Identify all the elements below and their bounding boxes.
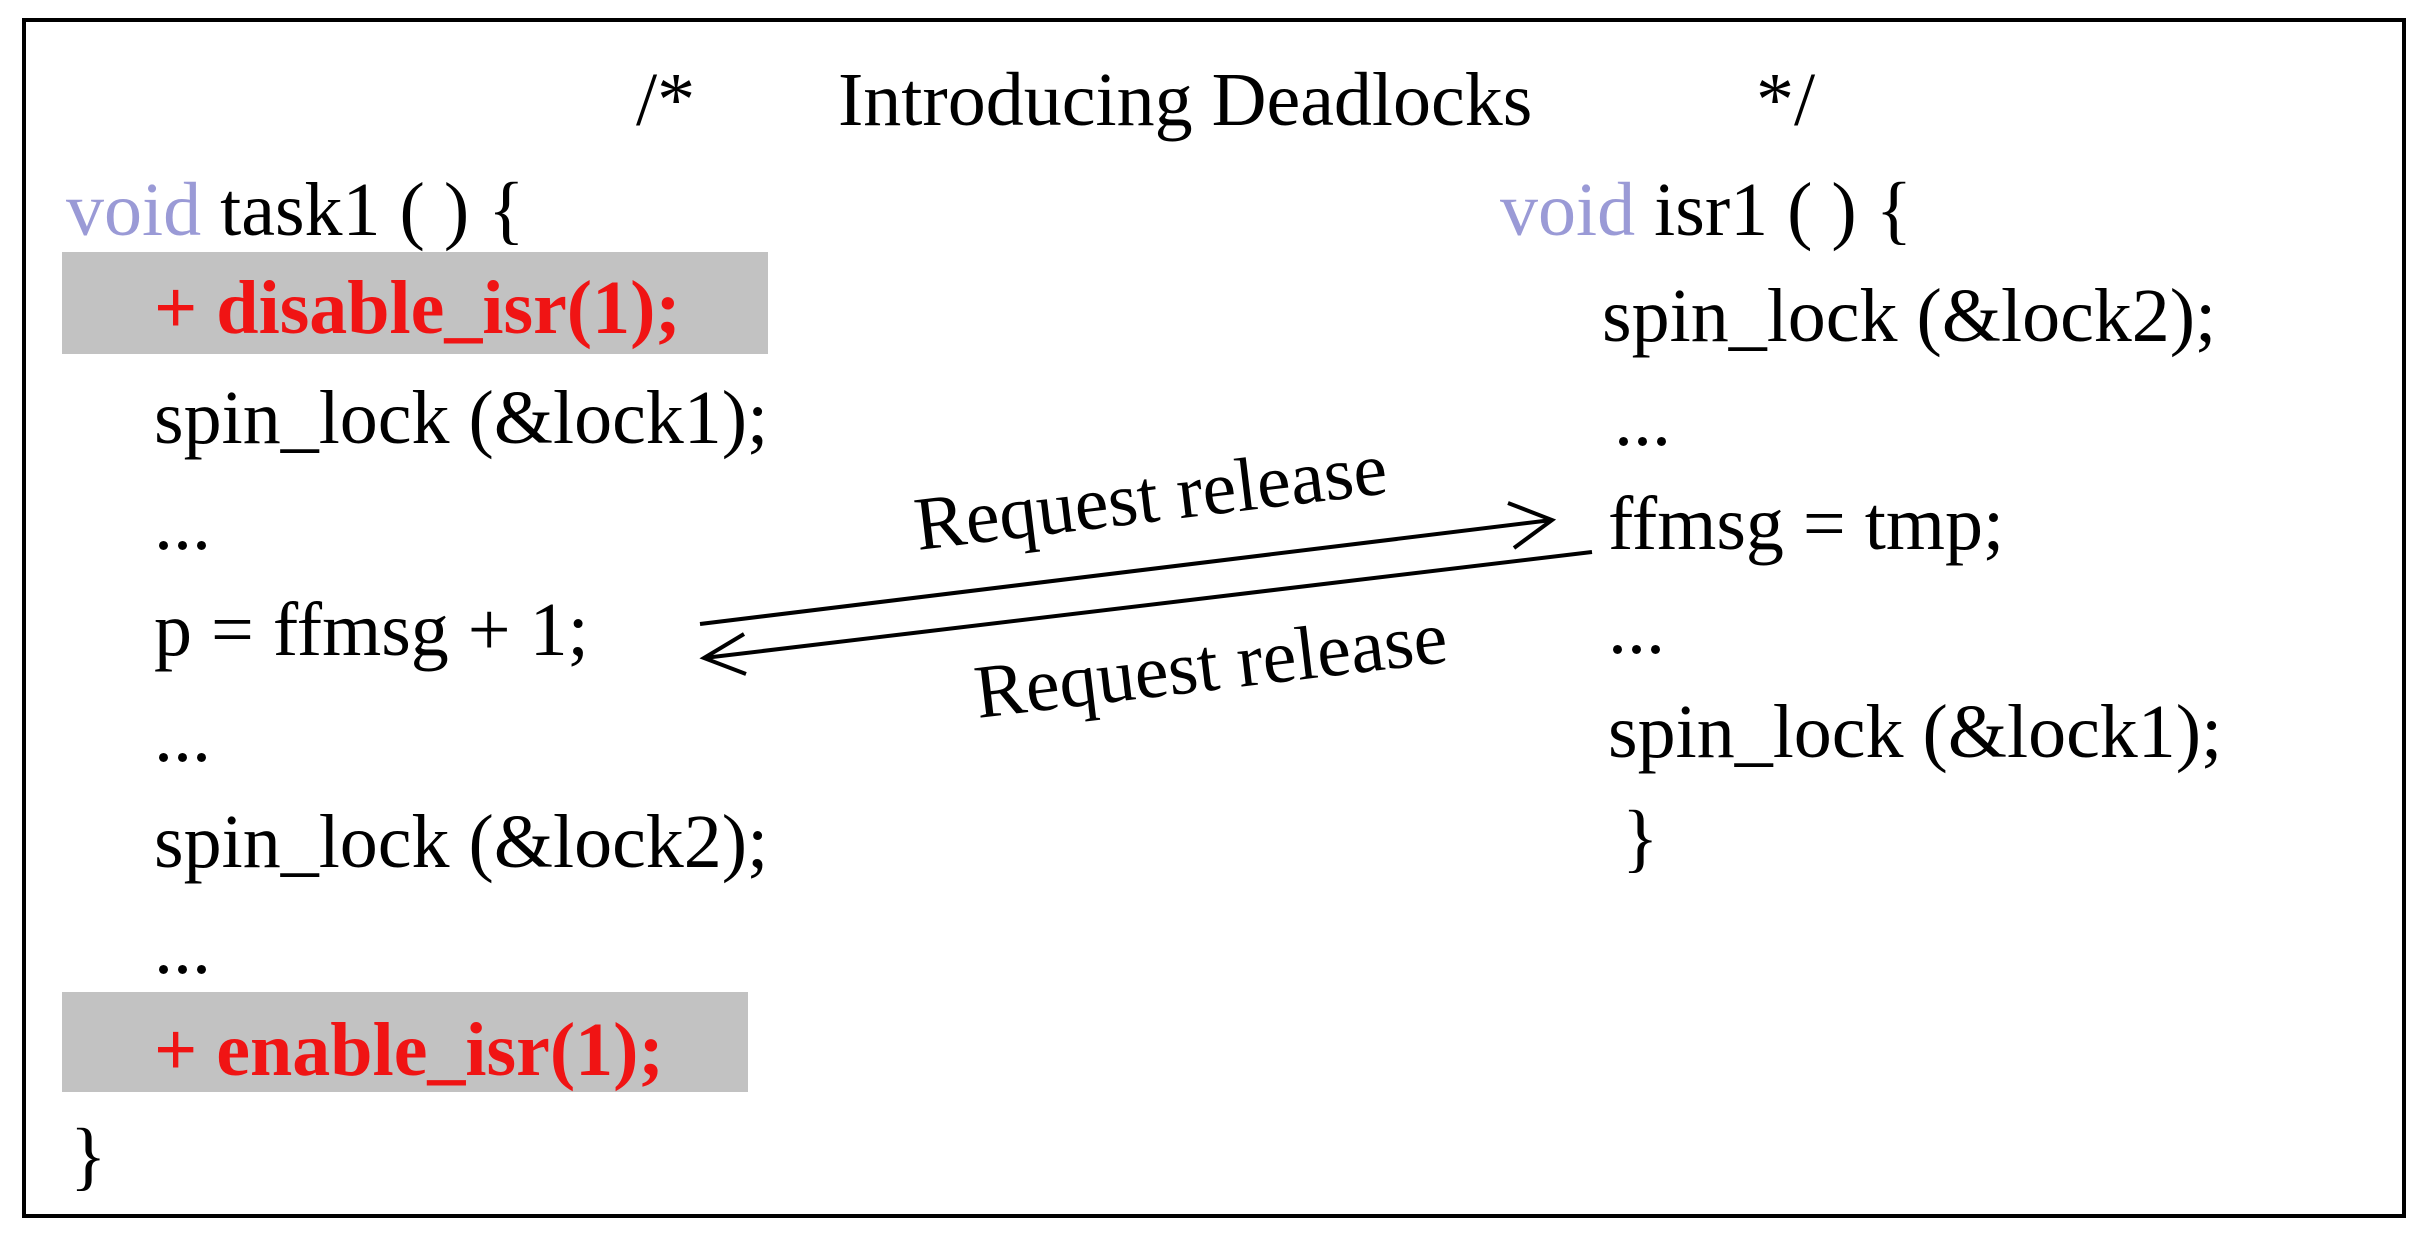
added-enable-isr: + enable_isr(1); (154, 1008, 664, 1092)
isr1-line-3: ffmsg = tmp; (1608, 482, 2005, 566)
comment-close: */ (1756, 58, 1816, 142)
isr1-line-2: ... (1614, 378, 1671, 462)
task1-line-1: spin_lock (&lock1); (154, 376, 769, 460)
arrow-to-isr (699, 501, 1557, 626)
highlight-enable (62, 992, 748, 1092)
task1-line-4: ... (154, 694, 211, 778)
isr1-keyword: void (1500, 168, 1636, 252)
task1-close-brace: } (70, 1114, 107, 1198)
added-disable-isr: + disable_isr(1); (154, 266, 681, 350)
isr1-line-1: spin_lock (&lock2); (1602, 274, 2217, 358)
task1-line-3: p = ffmsg + 1; (154, 588, 589, 672)
task1-keyword: void (66, 168, 202, 252)
code-frame (22, 18, 2406, 1218)
label-request-release-upper: Request release (910, 426, 1391, 566)
isr1-signature: void isr1 ( ) { (1500, 172, 1912, 248)
isr1-name: isr1 ( ) { (1654, 168, 1913, 252)
diagram-title: Introducing Deadlocks (838, 58, 1533, 142)
isr1-line-5: spin_lock (&lock1); (1608, 690, 2223, 774)
highlight-disable (62, 252, 768, 354)
task1-name: task1 ( ) { (220, 168, 525, 252)
task1-line-6: ... (154, 906, 211, 990)
task1-signature: void task1 ( ) { (66, 172, 525, 248)
isr1-close-brace: } (1622, 796, 1659, 880)
task1-line-2: ... (154, 482, 211, 566)
comment-open: /* (636, 58, 696, 142)
isr1-line-4: ... (1608, 586, 1665, 670)
arrow-to-task (699, 550, 1593, 676)
task1-line-5: spin_lock (&lock2); (154, 800, 769, 884)
